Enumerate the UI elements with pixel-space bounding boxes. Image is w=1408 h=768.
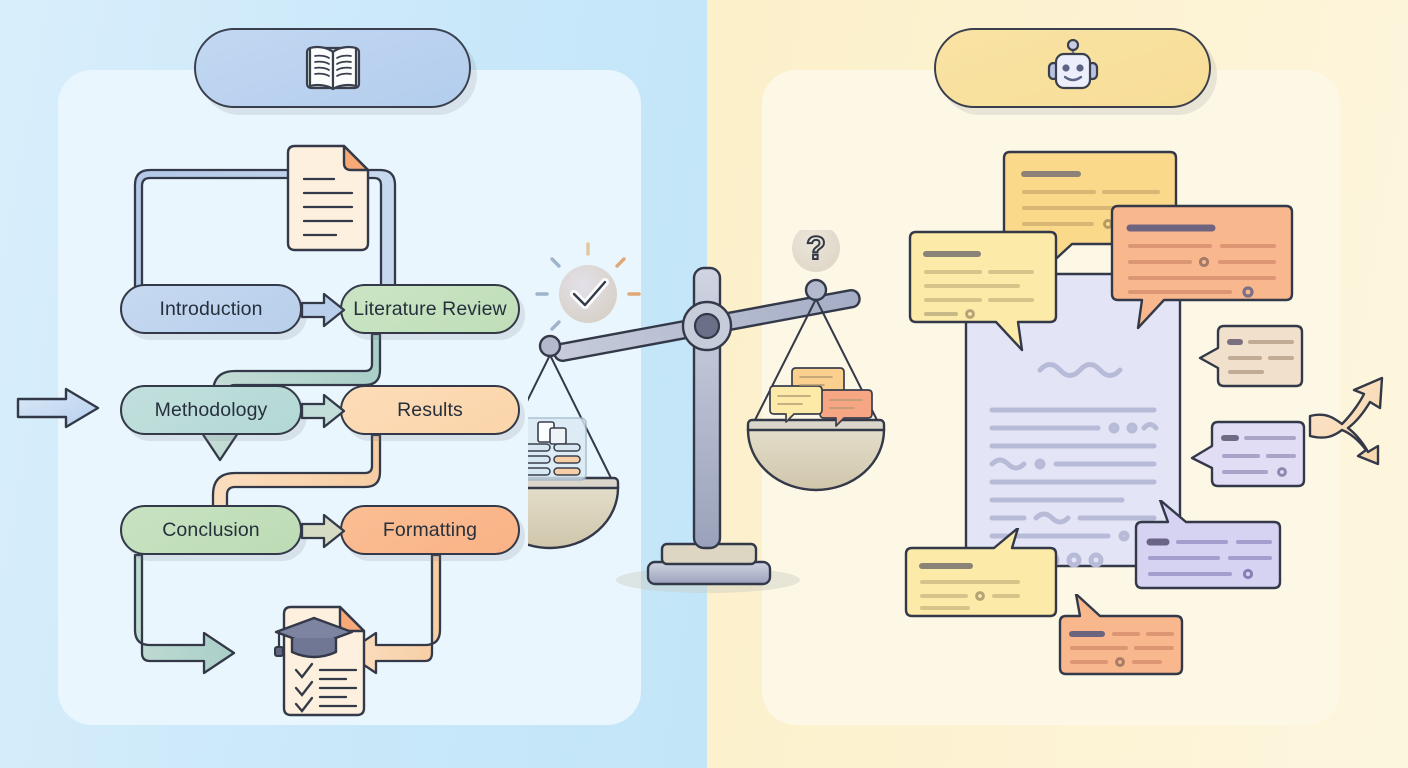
arrow-right-icon (16, 387, 100, 429)
row-arrow-conclusion-formatting (300, 513, 346, 549)
chat-bubble-cream-left[interactable] (906, 228, 1060, 356)
chat-bubbles-icon (769, 367, 873, 427)
flow-node-label: Literature Review (353, 297, 507, 320)
chat-bubble-lavender-low[interactable] (1132, 500, 1284, 594)
connector-conclusion-to-diploma (133, 553, 236, 675)
chat-bubble-orange[interactable] (1108, 202, 1296, 332)
chat-bubble-lavender-mid[interactable] (1188, 418, 1308, 498)
svg-text:?: ? (806, 230, 826, 266)
flow-node-results[interactable]: Results (340, 385, 520, 435)
flow-node-label: Conclusion (162, 518, 260, 541)
flow-node-formatting[interactable]: Formatting (340, 505, 520, 555)
chat-bubble-orange-low[interactable] (1056, 594, 1186, 680)
chat-bubble-beige-right[interactable] (1196, 322, 1306, 398)
flow-node-methodology[interactable]: Methodology (120, 385, 302, 435)
row-arrow-methodology-results (300, 393, 346, 429)
robot-face-icon (1047, 39, 1098, 90)
flow-node-introduction[interactable]: Introduction (120, 284, 302, 334)
check-circle-icon (535, 242, 641, 331)
flow-node-label: Introduction (159, 297, 263, 320)
balance-scale-icon: ? (528, 230, 886, 593)
question-circle-icon: ? (792, 230, 840, 272)
graduation-document-icon (274, 605, 366, 717)
row-arrow-intro-literature (300, 292, 346, 328)
connector-literature-to-methodology (198, 332, 382, 462)
open-book-icon (305, 45, 360, 91)
branch-fork-arrow-icon (1308, 376, 1384, 466)
chat-bubble-yellow-low[interactable] (902, 528, 1060, 624)
header-pill-academic[interactable] (194, 28, 471, 108)
structured-document-icon (528, 417, 587, 481)
document-icon (286, 144, 370, 252)
flow-node-conclusion[interactable]: Conclusion (120, 505, 302, 555)
flow-node-label: Results (397, 398, 463, 421)
flow-node-label: Formatting (382, 518, 478, 541)
flow-node-label: Methodology (154, 398, 268, 421)
flow-node-literature-review[interactable]: Literature Review (340, 284, 520, 334)
header-pill-ai[interactable] (934, 28, 1211, 108)
